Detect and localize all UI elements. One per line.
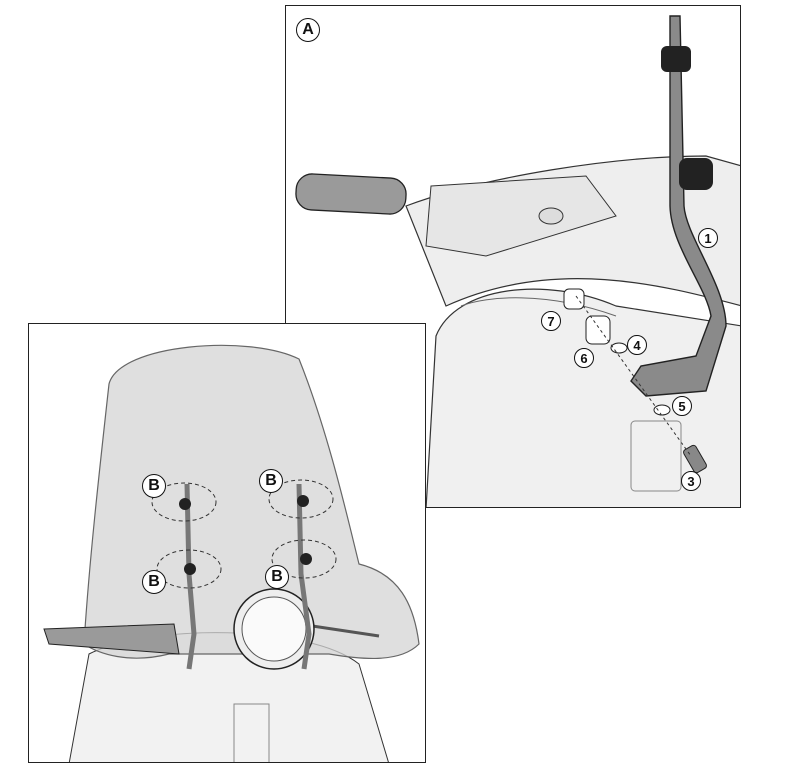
label-b-bottom-right: B [265, 565, 289, 589]
callout-3: 3 [681, 471, 701, 491]
windscreen-drawing [43, 344, 420, 762]
panel-b-windscreen-mounting: B B B B [28, 323, 426, 763]
label-b-top-right: B [259, 469, 283, 493]
panel-label-a: A [296, 18, 320, 42]
callout-7: 7 [541, 311, 561, 331]
label-b-top-left: B [142, 474, 166, 498]
callout-4: 4 [627, 335, 647, 355]
label-b-bottom-left: B [142, 570, 166, 594]
callout-6: 6 [574, 348, 594, 368]
callout-1: 1 [698, 228, 718, 248]
scooter-handlebar-drawing [295, 15, 740, 507]
callout-5: 5 [672, 396, 692, 416]
